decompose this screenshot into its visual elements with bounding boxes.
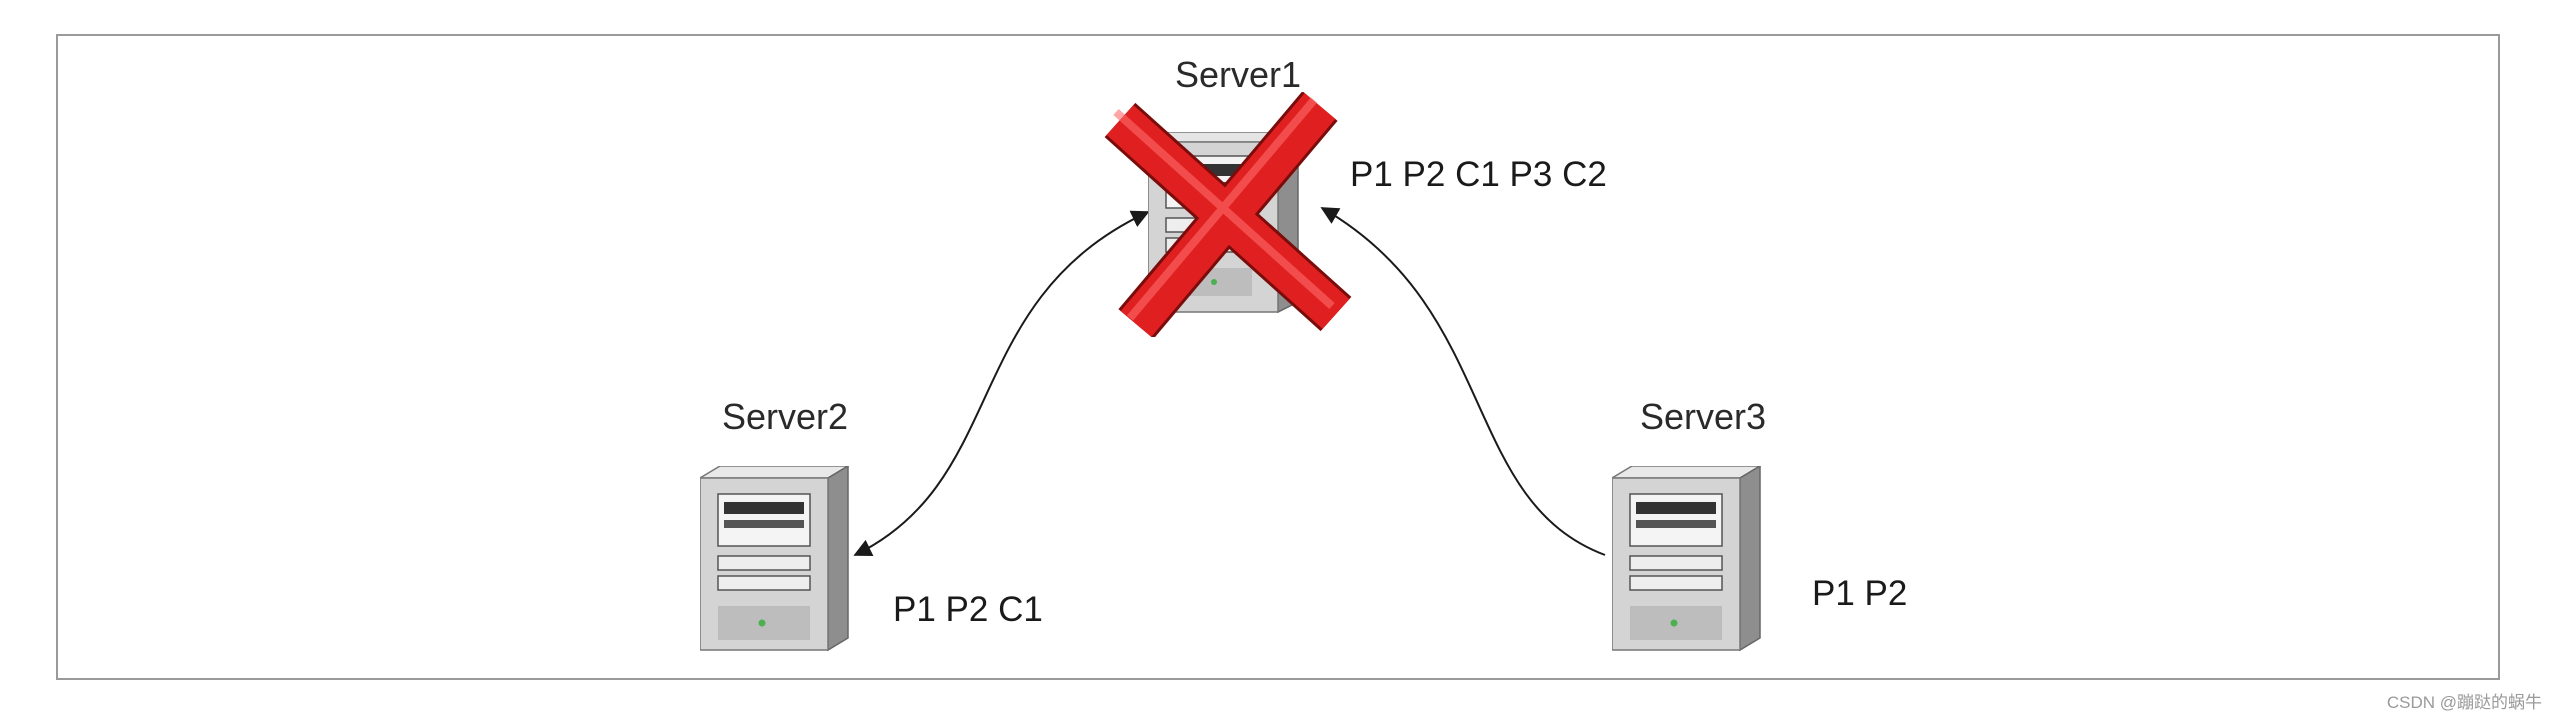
server2-data: P1 P2 C1 xyxy=(893,590,1043,629)
server3-server-icon xyxy=(1609,464,1763,661)
link-server3-server1 xyxy=(1320,207,1606,556)
server2-server-icon xyxy=(697,464,851,661)
server3-name: Server3 xyxy=(1640,396,1767,437)
red-x-icon xyxy=(1098,91,1358,342)
server1-data: P1 P2 C1 P3 C2 xyxy=(1350,155,1607,194)
server1-name: Server1 xyxy=(1175,54,1302,95)
link-server2-server1 xyxy=(853,210,1150,557)
server3-data: P1 P2 xyxy=(1812,574,1908,613)
server2-name: Server2 xyxy=(722,396,849,437)
watermark: CSDN @蹦跶的蜗牛 xyxy=(2386,693,2542,712)
